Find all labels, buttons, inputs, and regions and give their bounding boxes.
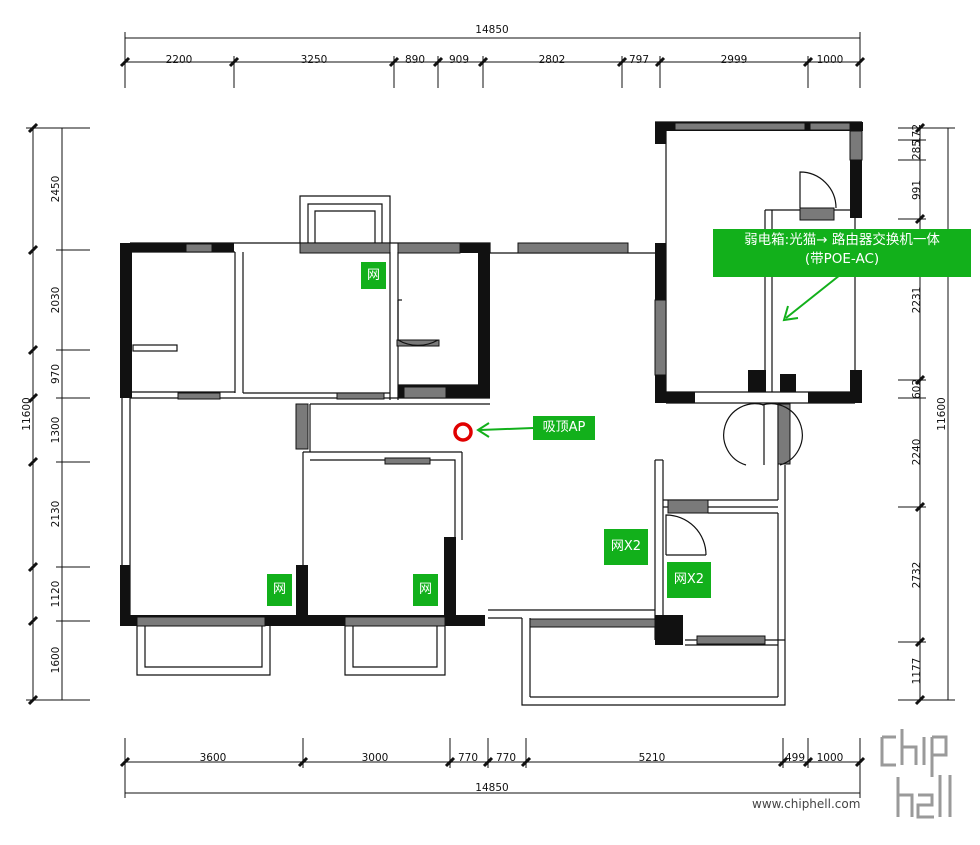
top-total-dimension: 14850	[475, 24, 508, 36]
left-dimension: 2450	[50, 176, 62, 203]
bottom-dimension: 1000	[817, 752, 844, 764]
top-dimension: 909	[449, 54, 469, 66]
network-jack-tag: 网	[267, 574, 292, 606]
left-total-dimension: 11600	[21, 397, 33, 430]
bottom-dimension: 3600	[200, 752, 227, 764]
bottom-dimension: 5210	[639, 752, 666, 764]
bottom-dimension: 3000	[362, 752, 389, 764]
chiphell-logo	[878, 725, 974, 825]
right-dimension: 285	[911, 140, 923, 160]
windows	[136, 122, 863, 645]
top-dimension: 2802	[539, 54, 566, 66]
bottom-dimension: 770	[496, 752, 516, 764]
right-dimension: 602	[911, 379, 923, 399]
right-dimension: 2732	[911, 562, 923, 589]
dimension-ticks	[27, 56, 926, 768]
right-dimension: 172	[911, 124, 923, 144]
right-dimension: 2231	[911, 287, 923, 314]
left-dimension: 2130	[50, 501, 62, 528]
bottom-dimension: 499	[785, 752, 805, 764]
left-dimension: 2030	[50, 287, 62, 314]
left-dimension: 970	[50, 364, 62, 384]
top-dimension: 890	[405, 54, 425, 66]
network-x2-tag: 网X2	[667, 562, 711, 598]
chiphell-url: www.chiphell.com	[752, 797, 861, 811]
solid-walls	[120, 122, 863, 645]
right-dimension: 1177	[911, 658, 923, 685]
top-dimension: 1000	[817, 54, 844, 66]
network-panel-line2: (带POE-AC)	[804, 251, 880, 267]
network-x2-tag: 网X2	[604, 529, 648, 565]
network-jack-tag: 网	[413, 574, 438, 606]
right-dimension: 2240	[911, 439, 923, 466]
right-total-dimension: 11600	[936, 397, 948, 430]
bottom-total-dimension: 14850	[475, 782, 508, 794]
top-dimension: 3250	[301, 54, 328, 66]
bottom-dimension: 770	[458, 752, 478, 764]
network-panel-callout: 弱电箱:光猫→ 路由器交换机一体 (带POE-AC)	[713, 229, 971, 277]
arrows	[476, 274, 841, 438]
left-dimension: 1120	[50, 581, 62, 608]
ceiling-ap-marker	[453, 422, 473, 442]
left-dimension: 1600	[50, 647, 62, 674]
top-dimension: 2200	[166, 54, 193, 66]
dimension-lines	[26, 32, 955, 798]
left-dimension: 1300	[50, 417, 62, 444]
doors	[397, 171, 837, 556]
dimension-texts: 14850 2200 3250 890 909 2802 797 2999 10…	[21, 24, 948, 794]
network-panel-line1: 弱电箱:光猫→ 路由器交换机一体	[744, 232, 940, 248]
network-jack-tag: 网	[361, 262, 386, 289]
chiphell-logo-mark	[880, 729, 952, 819]
top-dimension: 797	[629, 54, 649, 66]
right-dimension: 991	[911, 180, 923, 200]
top-dimension: 2999	[721, 54, 748, 66]
ceiling-ap-label: 吸顶AP	[533, 416, 595, 440]
